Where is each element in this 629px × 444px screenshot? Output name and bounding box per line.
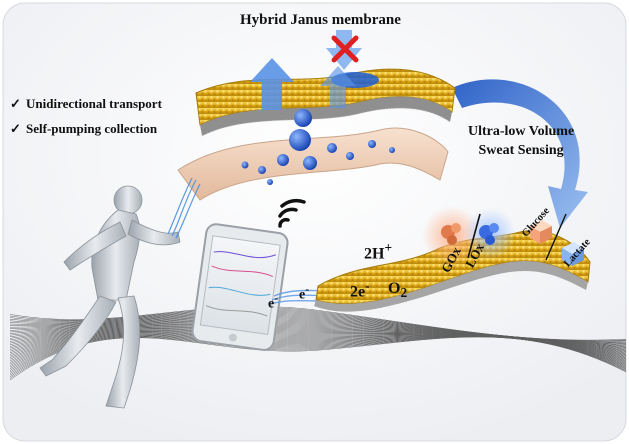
ground-wave-lines: [9, 306, 627, 381]
proton-base: 2H: [364, 245, 385, 263]
analyte-divider: [545, 213, 567, 261]
smartphone-icon: [191, 223, 289, 351]
sensing-label-line-2: Sweat Sensing: [478, 143, 564, 158]
oxygen-base: O: [388, 280, 401, 297]
electron-b-base: e: [299, 287, 306, 303]
cross-icon: [331, 35, 359, 63]
curved-flow-arrow: [452, 79, 588, 228]
bullet-self-pumping: ✓ Self-pumping collection: [10, 121, 157, 137]
sensing-label-line-1: Ultra-low Volume: [468, 124, 575, 139]
enzyme-divider: [467, 213, 481, 259]
two-electron-base: 2e: [350, 283, 366, 301]
checkmark-icon: ✓: [10, 121, 21, 136]
bullet-text: Self-pumping collection: [26, 121, 158, 136]
oxygen-subscript: 2: [400, 285, 408, 301]
electron-b-charge: -: [305, 283, 310, 296]
wristband-fiber: [167, 177, 201, 239]
runner-figure: [39, 185, 181, 409]
lox-crystal: [479, 223, 499, 245]
gox-crystal: [441, 223, 461, 245]
electron-label-b: e-: [299, 283, 309, 304]
janus-membrane: [195, 68, 456, 137]
sweat-droplets: [241, 129, 395, 185]
lactate-cube: [562, 242, 584, 266]
two-electron-charge: -: [365, 278, 370, 293]
proton-label: 2H+: [364, 240, 392, 263]
proton-charge: +: [384, 240, 393, 255]
electron-label-a: e-: [268, 292, 278, 313]
electron-a-base: e: [268, 296, 275, 312]
sensing-label: Ultra-low Volume Sweat Sensing: [468, 122, 574, 160]
transport-droplet: [294, 109, 312, 127]
two-electron-label: 2e-: [350, 278, 370, 301]
electron-a-charge: -: [274, 292, 279, 305]
wifi-icon: [278, 198, 306, 228]
blocked-arrow: [326, 30, 362, 70]
checkmark-icon: ✓: [10, 96, 21, 111]
glucose-cube: [530, 220, 552, 244]
upward-transport-arrows: [250, 58, 356, 110]
bullet-text: Unidirectional transport: [26, 96, 162, 111]
bullet-unidirectional: ✓ Unidirectional transport: [10, 96, 162, 112]
figure-title: Hybrid Janus membrane: [240, 12, 401, 28]
oxygen-label: O2: [388, 280, 407, 301]
